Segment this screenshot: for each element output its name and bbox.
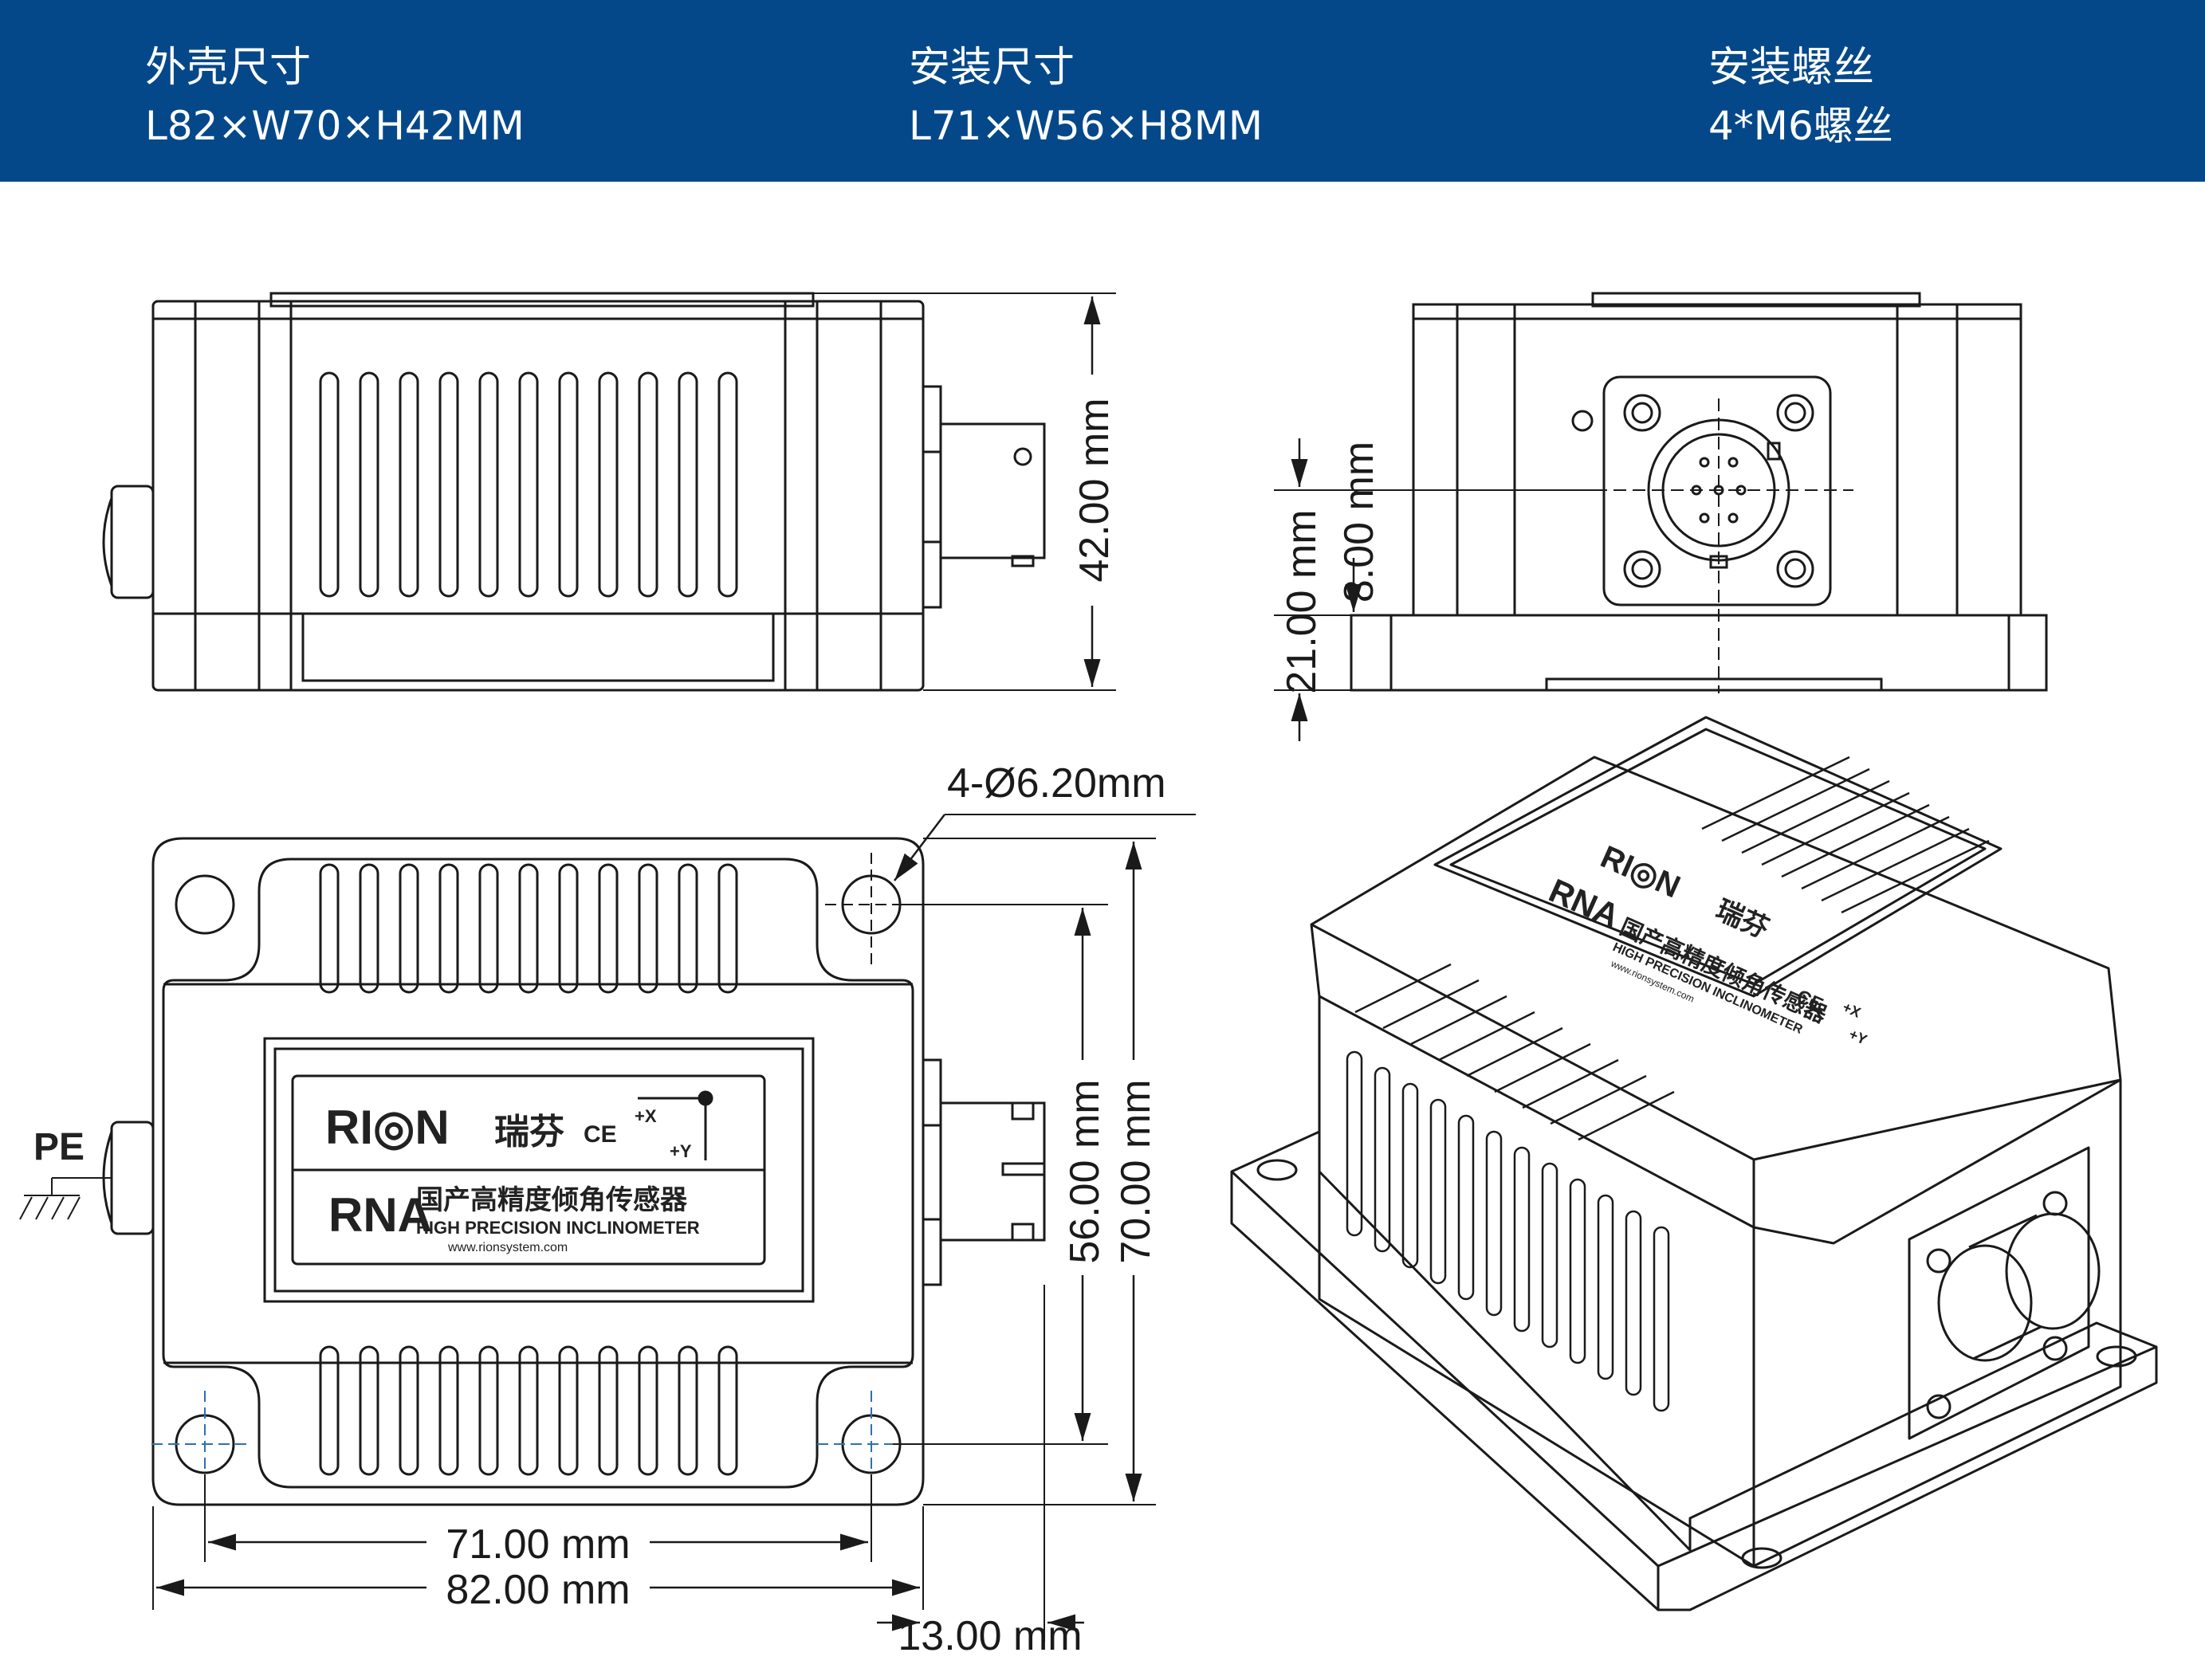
dim-length-71-82: 71.00 mm 82.00 mm 13.00 mm — [152, 1285, 1084, 1659]
pe-ground: PE — [19, 1126, 112, 1220]
top-connector — [922, 1058, 1046, 1286]
iso-fins-top — [1354, 756, 1990, 1141]
iso-axis-x: +X — [1840, 999, 1863, 1020]
dim-label-70: 70.00 mm — [1113, 1079, 1159, 1263]
ce-mark: CE — [584, 1121, 617, 1148]
website: www.rionsystem.com — [447, 1241, 568, 1254]
spec-label: 安装尺寸 — [909, 44, 1075, 92]
spec-value: 4*M6螺丝 — [1708, 103, 1893, 149]
dim-label-21: 21.00 mm — [1279, 509, 1325, 693]
dim-hole-diameter: 4-Ø6.20mm — [894, 760, 1196, 881]
dim-height-42: 42.00 mm — [813, 292, 1118, 691]
brand-logo: RI◎N — [325, 1101, 450, 1154]
hole-centre-lines — [151, 1391, 917, 1502]
iso-axis-y: +Y — [1846, 1026, 1869, 1047]
axis-y-label: +Y — [670, 1141, 692, 1161]
iso-fins-side — [1346, 1050, 1670, 1412]
spec-housing-size: 外壳尺寸 L82×W70×H42MM — [145, 40, 525, 156]
top-fins-upper — [319, 863, 738, 994]
side-view — [102, 292, 1046, 692]
dim-label-71: 71.00 mm — [446, 1521, 630, 1568]
side-gland — [102, 485, 155, 599]
side-fins — [319, 371, 738, 598]
top-fins-lower — [319, 1345, 738, 1476]
spec-value: L82×W70×H42MM — [145, 103, 525, 149]
spec-mount-size: 安装尺寸 L71×W56×H8MM — [909, 40, 1263, 156]
iso-connector — [1908, 1146, 2101, 1440]
dim-label-42: 42.00 mm — [1071, 398, 1118, 582]
model-name: RNA — [328, 1188, 432, 1242]
spec-header: 外壳尺寸 L82×W70×H42MM 安装尺寸 L71×W56×H8MM 安装螺… — [0, 0, 2205, 182]
dim-label-hole: 4-Ø6.20mm — [947, 760, 1166, 807]
iso-label-text: RI◎N 瑞芬 RNA 国产高精度倾角传感器 HIGH PRECISION IN… — [1543, 839, 1869, 1048]
dim-label-56: 56.00 mm — [1062, 1079, 1108, 1263]
spec-label: 外壳尺寸 — [145, 44, 312, 92]
top-label-plate — [263, 1037, 815, 1303]
product-en: HIGH PRECISION INCLINOMETER — [416, 1218, 700, 1238]
pe-label: PE — [33, 1126, 85, 1168]
dim-height-8-21: 21.00 mm 8.00 mm — [1274, 438, 1604, 741]
axis-x-label: +X — [635, 1106, 657, 1126]
iso-brand-cn: 瑞芬 — [1712, 895, 1774, 944]
isometric-view — [1230, 716, 2158, 1611]
dim-width-56-70: 56.00 mm 70.00 mm — [893, 838, 1159, 1505]
top-label-text: RI◎N 瑞芬 CE +X +Y RNA 国产高精度倾角传感器 HIGH PRE… — [325, 1101, 700, 1254]
spec-label: 安装螺丝 — [1708, 44, 1875, 92]
product-cn: 国产高精度倾角传感器 — [416, 1185, 688, 1215]
side-connector — [922, 385, 1046, 609]
dim-label-13: 13.00 mm — [898, 1613, 1082, 1659]
top-view — [102, 837, 1046, 1506]
front-view — [1350, 292, 2048, 692]
iso-product-cn: 国产高精度倾角传感器 — [1617, 913, 1832, 1028]
spec-value: L71×W56×H8MM — [909, 103, 1264, 149]
spec-mount-screws: 安装螺丝 4*M6螺丝 — [1708, 40, 1893, 156]
dim-label-8: 8.00 mm — [1336, 442, 1382, 603]
dim-label-82: 82.00 mm — [446, 1567, 630, 1613]
technical-drawing: 42.00 mm — [19, 292, 2158, 1659]
brand-cn: 瑞芬 — [494, 1113, 564, 1152]
